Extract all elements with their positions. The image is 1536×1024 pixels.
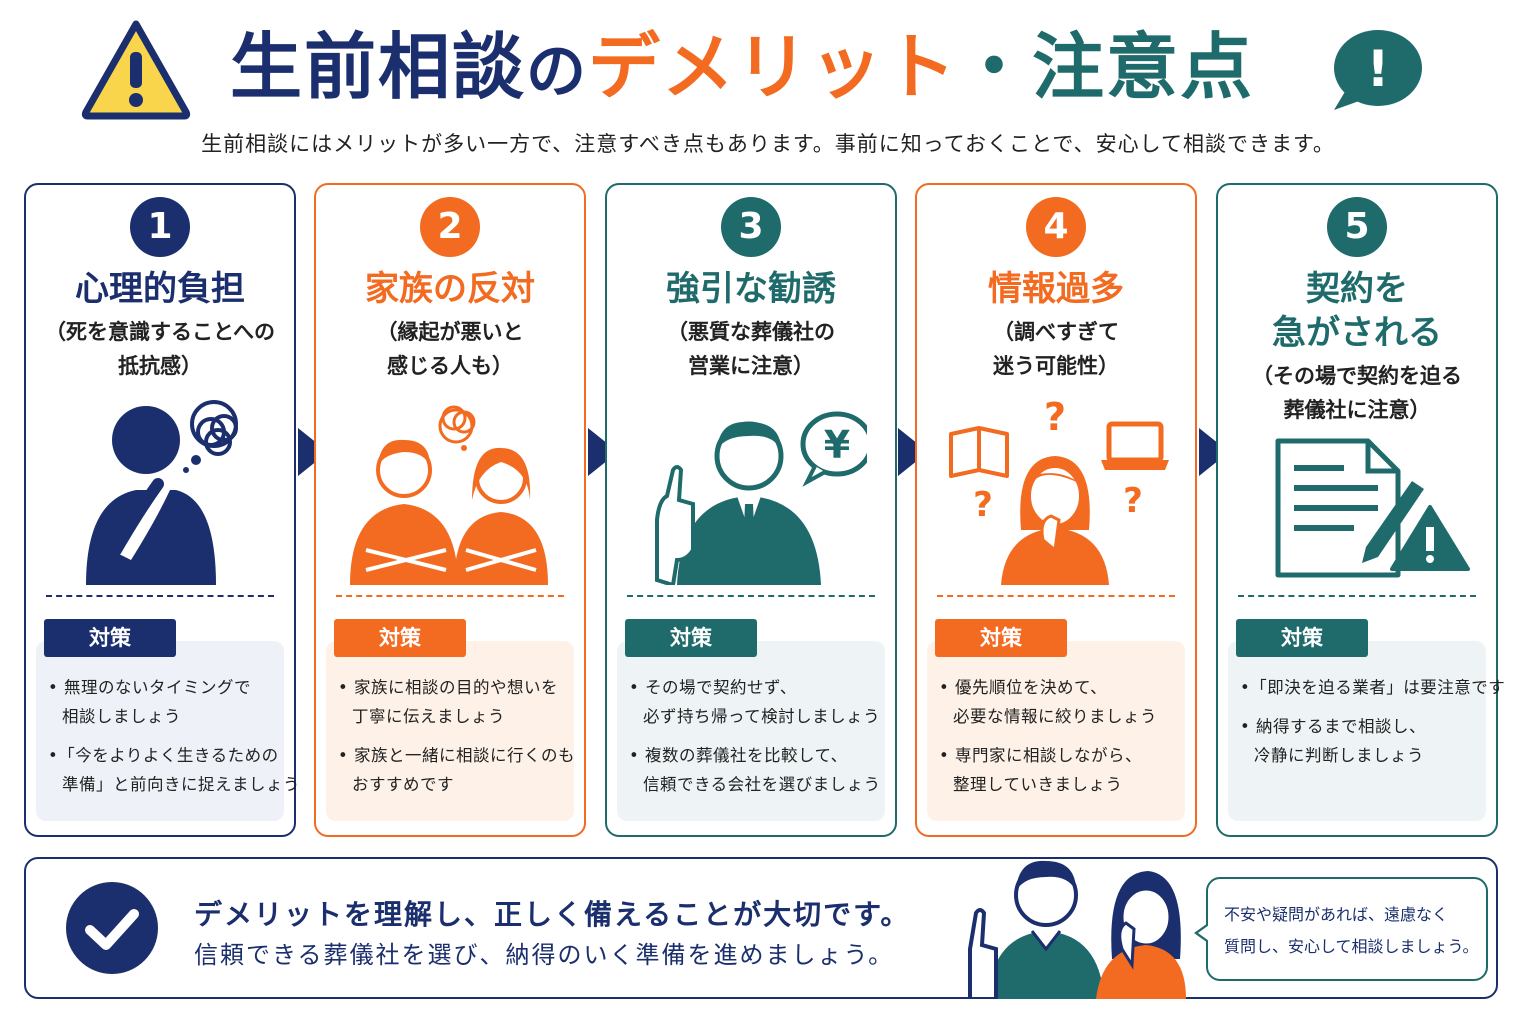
page-title: 生前相談のデメリット・注意点 [230, 22, 1254, 117]
svg-text:?: ? [1044, 400, 1066, 439]
countermeasure-tag: 対策 [935, 619, 1067, 657]
contract-warning-icon [1275, 438, 1470, 578]
speech-line-2: 質問し、安心して相談しましょう。 [1224, 937, 1479, 956]
summary-line-1: デメリットを理解し、正しく備えることが大切です。 [194, 898, 911, 931]
tip-item: • 専門家に相談しながら、整理していきましょう [939, 746, 1142, 794]
tips-box: • 無理のないタイミングで相談しましょう •「今をよりよく生きるための準備」と前… [36, 641, 300, 821]
card-title: 強引な勧誘 [666, 269, 836, 309]
tips-box: • その場で契約せず、必ず持ち帰って検討しましょう • 複数の葬儀社を比較して、… [617, 641, 885, 821]
svg-text:?: ? [1123, 481, 1143, 521]
tips-box: • 家族に相談の目的や想いを丁寧に伝えましょう • 家族と一緒に相談に行くのもお… [326, 641, 574, 821]
card-number: 2 [420, 197, 480, 257]
svg-text:?: ? [973, 485, 993, 525]
card-number: 5 [1327, 197, 1387, 257]
card-number: 1 [130, 197, 190, 257]
arguing-couple-icon [350, 405, 548, 585]
divider [627, 595, 875, 597]
card-rushed-contract: 5 契約を急がされる （その場で契約を迫る葬儀社に注意） •「即決を迫る業者」は… [1216, 183, 1506, 837]
checkmark-icon [66, 882, 158, 974]
summary-line-2: 信頼できる葬儀社を選び、納得のいく準備を進めましょう。 [194, 941, 895, 969]
tip-item: •「今をよりよく生きるための準備」と前向きに捉えましょう [48, 746, 300, 794]
card-subtitle: （調べすぎて迷う可能性） [993, 320, 1119, 378]
tips-box: •「即決を迫る業者」は要注意です • 納得するまで相談し、冷静に判断しましょう [1228, 641, 1506, 821]
title-part3: デメリット [588, 25, 959, 109]
tip-item: •「即決を迫る業者」は要注意です [1240, 678, 1506, 697]
countermeasure-tag: 対策 [334, 619, 466, 657]
divider [46, 595, 274, 597]
speech-line-1: 不安や疑問があれば、遠慮なく [1224, 905, 1449, 924]
card-title: 情報過多 [988, 269, 1124, 309]
tip-item: • 家族に相談の目的や想いを丁寧に伝えましょう [338, 678, 558, 726]
warning-icon [81, 20, 191, 120]
exclamation-bubble-icon: ! [1334, 30, 1422, 110]
countermeasure-tag: 対策 [625, 619, 757, 657]
card-subtitle: （死を意識することへの抵抗感） [45, 320, 275, 378]
card-information-overload: 4 情報過多 （調べすぎて迷う可能性） ? ? ? • 優先順位を決めて、必要な… [915, 183, 1197, 837]
yen-symbol: ¥ [824, 423, 850, 467]
header: 生前相談のデメリット・注意点 ! 生前相談にはメリットが多い一方で、注意すべき点… [0, 0, 1536, 156]
title-part1: 生前相談 [230, 25, 527, 109]
salesman-yen-icon: ¥ [655, 411, 867, 585]
title-part4: ・注意点 [958, 25, 1255, 109]
title-part2: の [526, 37, 589, 107]
tip-item: • 家族と一緒に相談に行くのもおすすめです [338, 746, 575, 794]
card-subtitle: （悪質な葬儀社の営業に注意） [667, 320, 835, 378]
bubble-mark: ! [1367, 40, 1390, 98]
divider [1238, 595, 1476, 597]
card-number: 3 [721, 197, 781, 257]
subtitle: 生前相談にはメリットが多い一方で、注意すべき点もあります。事前に知っておくことで… [201, 132, 1335, 156]
tip-item: • その場で契約せず、必ず持ち帰って検討しましょう [629, 678, 881, 726]
card-title: 家族の反対 [365, 269, 535, 309]
countermeasure-tag: 対策 [1236, 619, 1368, 657]
card-title: 心理的負担 [75, 269, 245, 309]
countermeasure-tag: 対策 [44, 619, 176, 657]
tip-item: • 納得するまで相談し、冷静に判断しましょう [1240, 717, 1426, 765]
tip-item: • 複数の葬儀社を比較して、信頼できる会社を選びましょう [629, 746, 881, 794]
tip-item: • 無理のないタイミングで相談しましょう [48, 678, 251, 726]
thinking-person-icon [86, 400, 238, 585]
confused-woman-icon: ? ? ? [949, 400, 1169, 585]
card-subtitle: （縁起が悪いと感じる人も） [376, 320, 524, 378]
card-title: 契約を急がされる [1272, 269, 1442, 353]
card-aggressive-sales: 3 強引な勧誘 （悪質な葬儀社の営業に注意） ¥ • その場で契約せず、必ず持ち… [605, 183, 897, 837]
divider [937, 595, 1175, 597]
card-psychological-burden: 1 心理的負担 （死を意識することへの抵抗感） • 無理のないタイミングで相談し… [24, 183, 300, 837]
advice-speech-bubble: 不安や疑問があれば、遠慮なく 質問し、安心して相談しましょう。 [1194, 877, 1488, 981]
divider [336, 595, 564, 597]
card-number: 4 [1026, 197, 1086, 257]
card-family-opposition: 2 家族の反対 （縁起が悪いと感じる人も） • 家族に相談の目的や想いを丁寧に伝… [314, 183, 586, 837]
couple-illustration-icon [968, 860, 1186, 999]
tip-item: • 優先順位を決めて、必要な情報に絞りましょう [939, 678, 1157, 726]
summary-banner: デメリットを理解し、正しく備えることが大切です。 信頼できる葬儀社を選び、納得の… [24, 857, 1498, 999]
tips-box: • 優先順位を決めて、必要な情報に絞りましょう • 専門家に相談しながら、整理し… [927, 641, 1185, 821]
card-subtitle: （その場で契約を迫る葬儀社に注意） [1252, 364, 1462, 422]
